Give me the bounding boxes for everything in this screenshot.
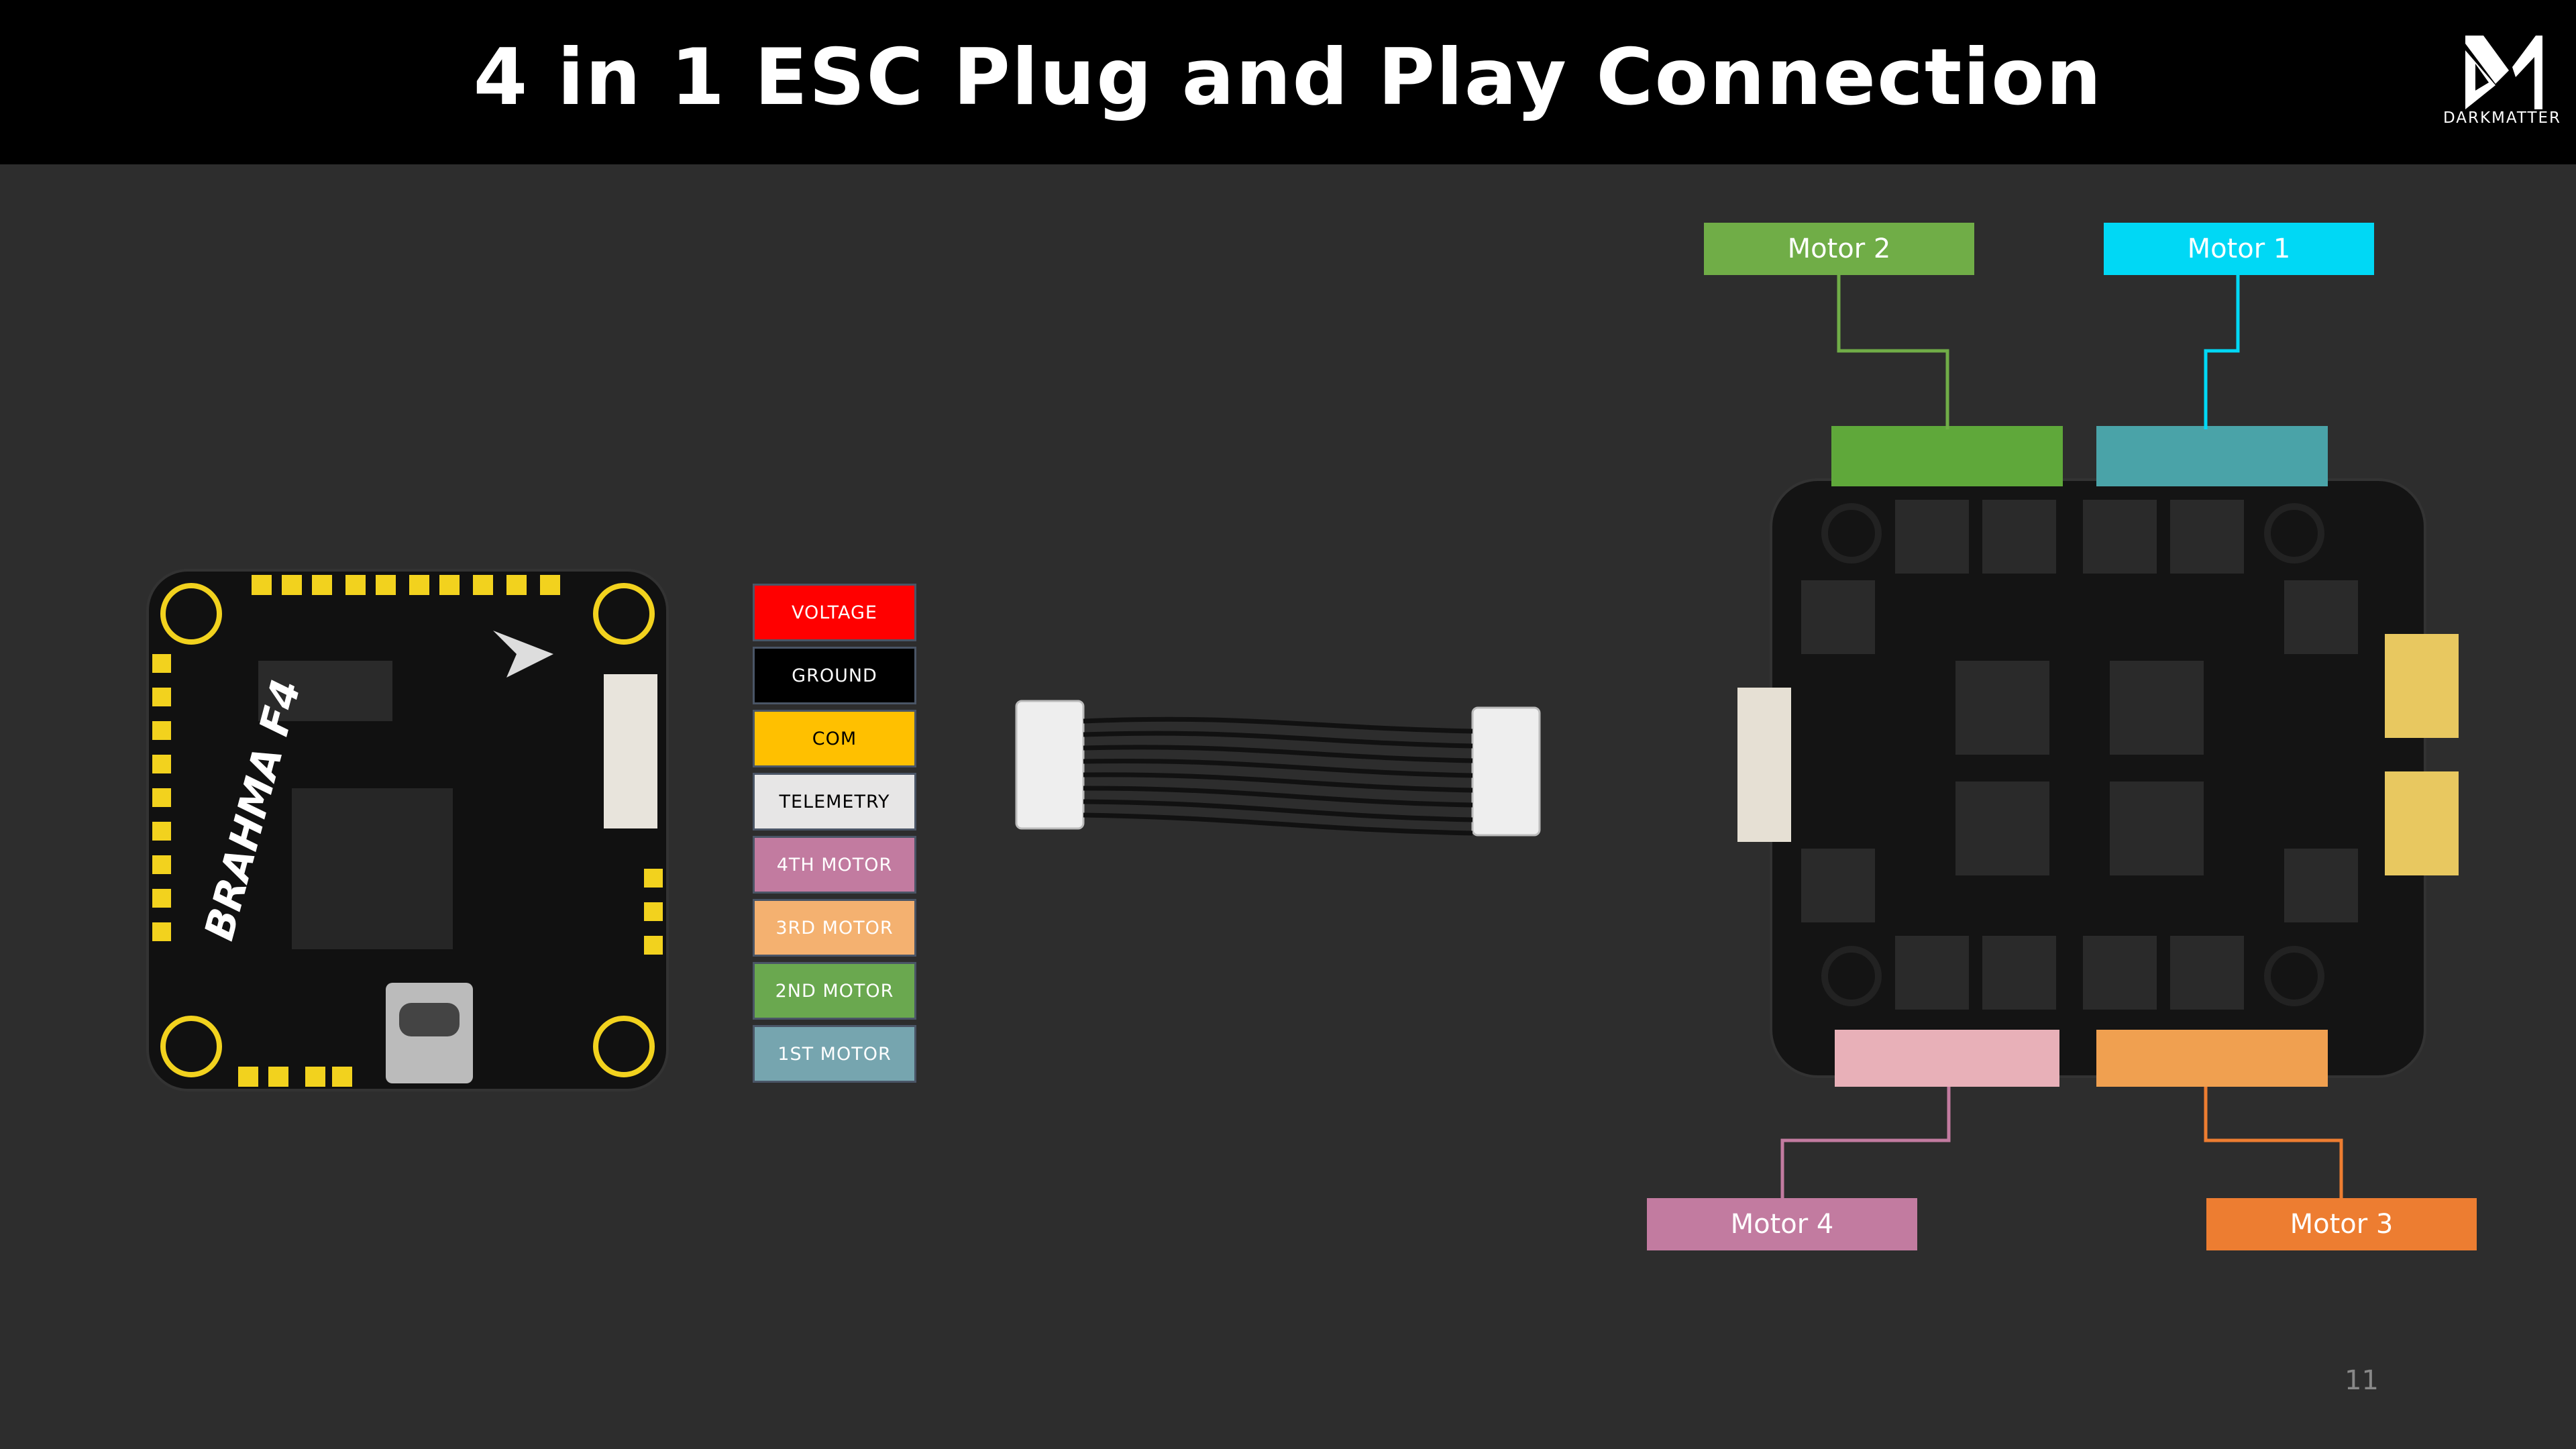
legend-telemetry: TELEMETRY xyxy=(753,773,916,830)
motor4-label: Motor 4 xyxy=(1647,1198,1917,1250)
legend-4th-motor: 4TH MOTOR xyxy=(753,836,916,894)
legend-com: COM xyxy=(753,710,916,767)
logo-text: DARKMATTER xyxy=(2443,109,2562,127)
motor2-label: Motor 2 xyxy=(1704,223,1974,275)
page-title: 4 in 1 ESC Plug and Play Connection xyxy=(473,32,2103,123)
motor1-line xyxy=(2204,275,2240,429)
motor4-line xyxy=(1780,1087,1951,1198)
motor2-line xyxy=(1837,275,1949,429)
motor1-label: Motor 1 xyxy=(2104,223,2374,275)
legend-voltage: VOLTAGE xyxy=(753,584,916,641)
darkmatter-logo-icon xyxy=(2465,36,2542,109)
legend-ground: GROUND xyxy=(753,647,916,704)
motor3-label: Motor 3 xyxy=(2206,1198,2477,1250)
motor3-line xyxy=(2204,1087,2343,1198)
legend-2nd-motor: 2ND MOTOR xyxy=(753,962,916,1020)
header-bar: 4 in 1 ESC Plug and Play Connection DARK… xyxy=(0,0,2576,164)
page-number: 11 xyxy=(2345,1365,2379,1396)
legend-3rd-motor: 3RD MOTOR xyxy=(753,899,916,957)
wire-color-legend: VOLTAGE GROUND COM TELEMETRY 4TH MOTOR 3… xyxy=(753,584,916,1088)
legend-1st-motor: 1ST MOTOR xyxy=(753,1025,916,1083)
connector-cable-image xyxy=(1015,700,1541,837)
esc-board-image xyxy=(1737,426,2459,1087)
flight-controller-image: BRAHMA F4 xyxy=(146,569,669,1091)
